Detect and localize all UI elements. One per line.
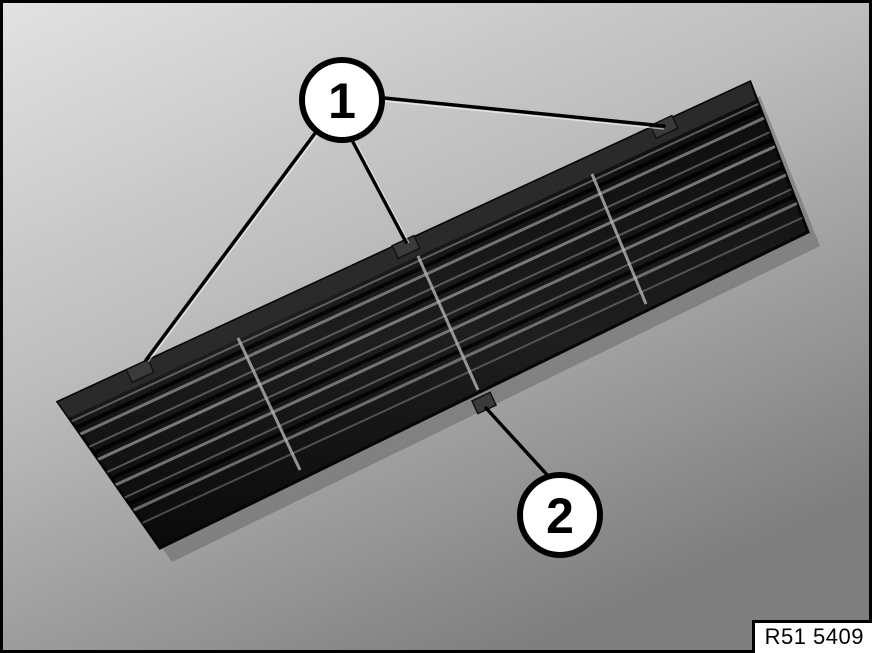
grille-slats [65,103,807,537]
callout-1-number: 1 [328,73,356,129]
callout-2-number: 2 [546,488,574,544]
grille-ribs [236,173,648,471]
callout-1-leaders [144,96,666,362]
circle-number-icon [517,472,603,558]
air-grille-icon [55,79,820,562]
retaining-clips [125,114,679,384]
callout-1-leaders-halo [147,100,665,363]
reference-code: R51 5409 [751,620,872,653]
callout-1: 1 [299,57,385,143]
callout-2: 2 [517,472,603,558]
callout-2-leader [484,406,552,480]
circle-number-icon [299,57,385,143]
grille-gaps [68,109,798,517]
